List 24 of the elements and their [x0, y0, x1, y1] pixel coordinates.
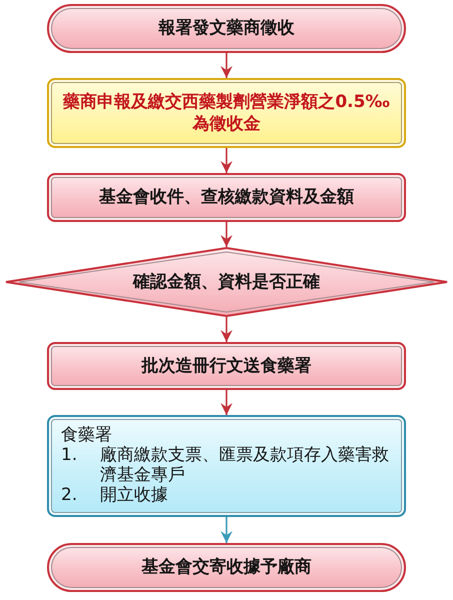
process-box: [47, 173, 406, 222]
list-item: 廠商繳款支票、匯票及款項存入藥害救濟基金專戶: [100, 445, 390, 485]
list-number: 2.: [61, 485, 78, 505]
rounded-box: [47, 4, 406, 53]
arrow: [220, 390, 232, 415]
decision-text: 確認金額、資料是否正確: [133, 270, 320, 294]
arrow: [220, 53, 232, 78]
step-text: 基金會收件、查核繳款資料及金額: [99, 186, 354, 209]
rounded-box: [47, 543, 406, 592]
decision-diamond: [5, 247, 448, 317]
process-box: [47, 342, 406, 390]
step-text: 批次造冊行文送食藥署: [142, 354, 312, 378]
list-number: 1.: [61, 445, 78, 467]
arrow: [220, 317, 232, 342]
list-item: 開立收據: [100, 485, 168, 505]
highlight-box: [47, 78, 406, 148]
arrow: [220, 222, 232, 247]
step-text: 基金會交寄收據予廠商: [142, 556, 312, 579]
step-text: 藥商申報及繳交西藥製劑營業淨額之0.5‰為徵收金: [62, 90, 391, 136]
note-box: [47, 415, 406, 517]
step-text: 報署發文藥商徵收: [158, 17, 294, 40]
arrow: [220, 148, 232, 173]
note-heading: 食藥署: [61, 425, 112, 445]
arrow: [220, 517, 232, 543]
